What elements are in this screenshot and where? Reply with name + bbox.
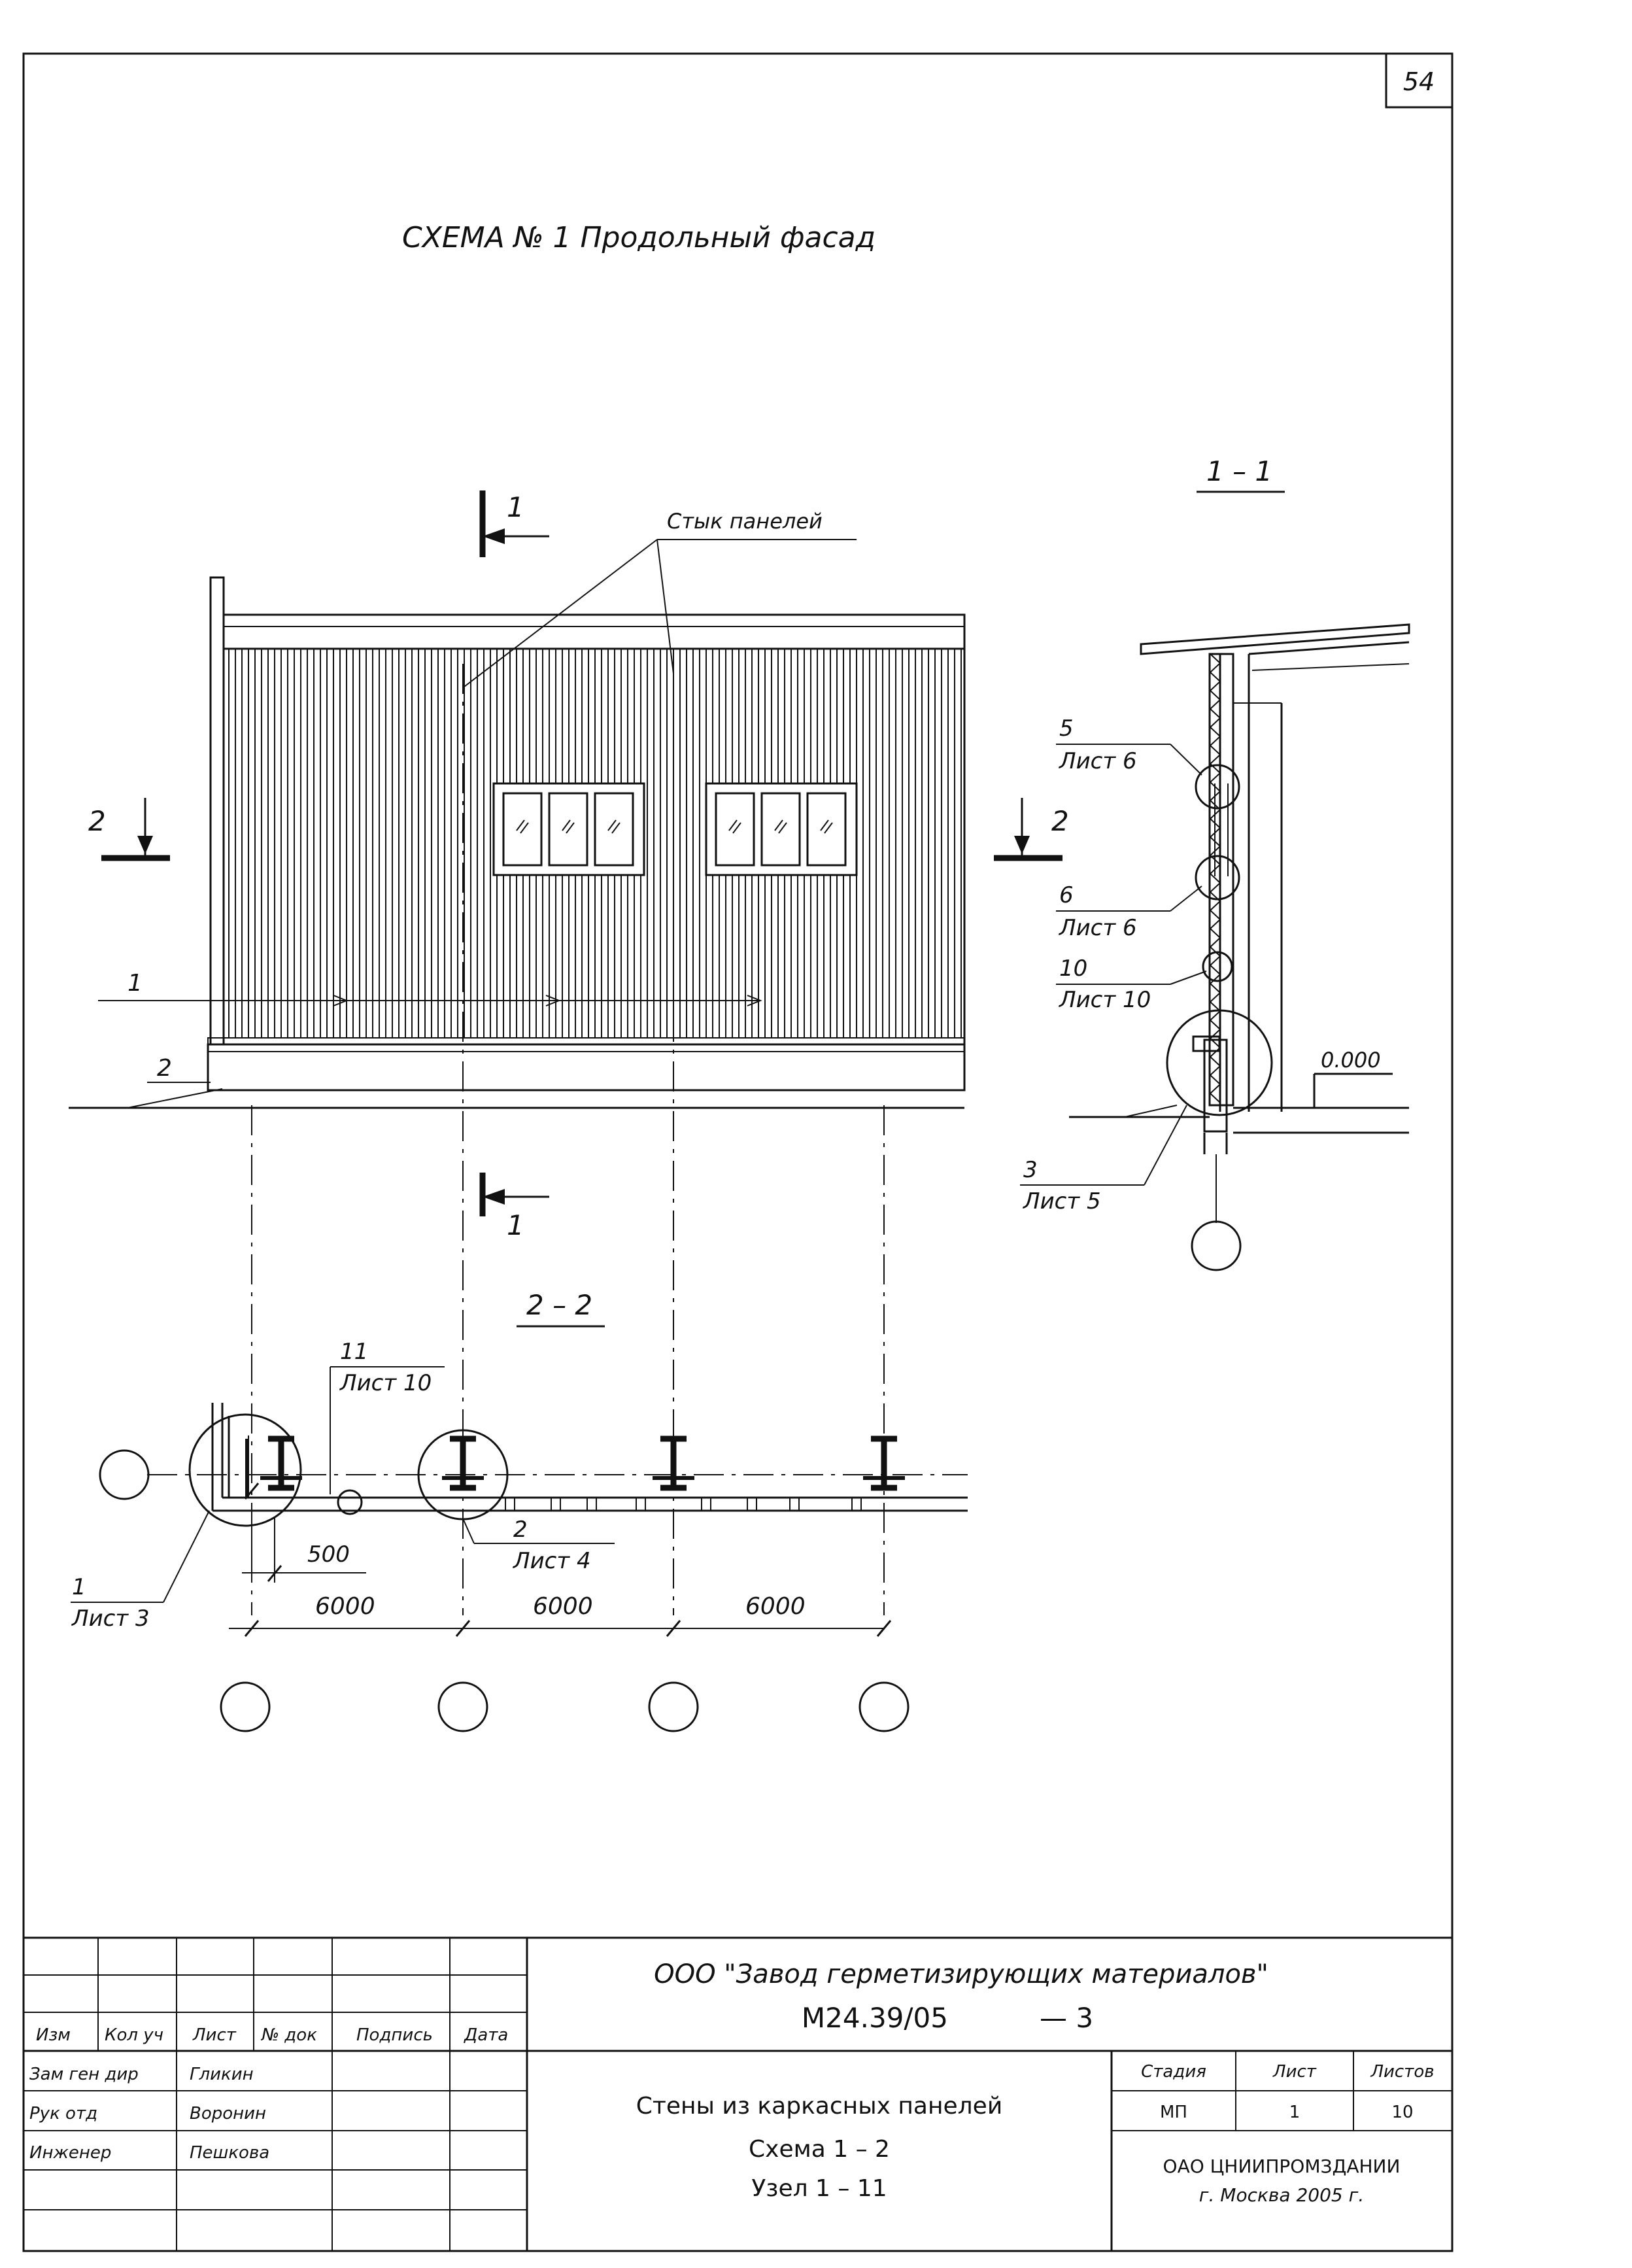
node-5-num: 5 [1059,715,1074,742]
facade-elevation: Стык панелей 1 1 2 2 [69,490,1069,1615]
col-list: Лист [192,2025,237,2045]
node-1-num: 1 [72,1574,86,1600]
section-arrow-2-left [101,798,170,861]
org-city: г. Москва 2005 г. [1199,2184,1364,2206]
fastener [505,1497,515,1511]
org-name: ОАО ЦНИИПРОМЗДАНИИ [1163,2156,1401,2177]
section-2-2-title: 2 – 2 [526,1289,592,1321]
name-3: Пешкова [190,2143,269,2163]
col-izm: Изм [36,2025,71,2045]
node-11-sheet: Лист 10 [339,1370,432,1396]
col-date: Дата [464,2025,508,2045]
col-kol-uch: Кол уч [105,2025,163,2045]
section-2-right-label: 2 [1051,805,1069,837]
role-3: Инженер [29,2143,111,2163]
wall-section [1208,653,1234,1107]
node-5-sheet: Лист 6 [1058,748,1137,774]
section-2-left-label: 2 [88,805,106,837]
sheets-header: Листов [1370,2062,1434,2082]
node-5-circle [1195,764,1240,810]
node-3-num: 3 [1023,1157,1038,1183]
level-mark: 0.000 [1321,1048,1381,1073]
axis-bubble-4 [858,1681,910,1732]
title-block: Изм Кол уч Лист № док Подпись Дата Зам г… [24,1936,1452,2251]
insulation-zigzag [1209,653,1221,1103]
dim-6000-1: 6000 [315,1593,375,1620]
sheet-number-box [1385,52,1454,109]
insulation-hatch [1209,653,1221,1103]
role-1: Зам ген дир [29,2065,139,2084]
joint-leader [464,539,857,687]
desc-line-2: Схема 1 – 2 [749,2136,890,2163]
node-1-sheet: Лист 3 [71,1606,150,1632]
node-10-circle [1202,951,1233,982]
section-arrow-1-top [479,490,549,557]
axis-bubble-3 [648,1681,699,1732]
axis-bubble-2 [437,1681,488,1732]
role-2: Рук отд [29,2104,97,2123]
desc-line-3: Узел 1 – 11 [751,2175,887,2202]
fastener [636,1497,646,1511]
fastener [747,1497,757,1511]
sheet-frame [22,52,1454,2252]
fastener [586,1497,597,1511]
node-11-num: 11 [340,1339,368,1365]
doc-code: М24.39/05 [802,2002,948,2034]
eave [222,613,966,650]
node-6-circle [1195,855,1240,901]
section-1-top-label: 1 [507,491,524,523]
node-10-num: 10 [1059,955,1087,982]
section-2-2: 2 – 2 11 Лист 10 2 Лист 4 1 [71,1289,968,1732]
section-1-1: 1 – 1 [1020,455,1410,1271]
fastener [551,1497,561,1511]
callout-1-arrow [98,995,762,1006]
window-left [492,782,645,876]
node-2-sheet: Лист 4 [512,1548,591,1574]
callout-1-label: 1 [128,970,143,997]
fastener [701,1497,711,1511]
name-2: Воронин [190,2104,266,2123]
stage-header: Стадия [1141,2062,1206,2082]
callout-2-label: 2 [157,1055,172,1082]
section-arrow-1-bottom [479,1173,549,1216]
joint-label: Стык панелей [667,509,823,534]
fastener [789,1497,800,1511]
col-signature: Подпись [356,2025,433,2045]
dim-6000-2: 6000 [533,1593,593,1620]
dim-ticks [244,1483,892,1637]
dim-6000-3: 6000 [745,1593,806,1620]
section-1-bottom-label: 1 [507,1209,524,1241]
doc-suffix: — 3 [1040,2002,1093,2034]
node-2-num: 2 [513,1517,528,1543]
dim-500: 500 [307,1541,350,1568]
company-name: ООО "Завод герметизирующих материалов" [654,1959,1268,1989]
node-3-circle [1166,1009,1273,1116]
sheets-value: 10 [1391,2103,1413,2122]
name-1: Гликин [190,2065,254,2084]
stage-value: МП [1160,2103,1187,2122]
panel-fasteners [505,1497,862,1511]
drawing-title: СХЕМА № 1 Продольный фасад [402,221,876,254]
sheet-number: 54 [1403,67,1435,96]
section-1-1-title: 1 – 1 [1206,455,1272,487]
node-1-circle [188,1413,302,1527]
sheet-value: 1 [1289,2103,1300,2122]
node-11-circle [337,1489,363,1515]
node-6-num: 6 [1059,882,1074,908]
node-6-sheet: Лист 6 [1058,915,1137,941]
window-right [705,782,858,876]
section-arrow-2-right [994,798,1062,861]
col-doc-num: № док [260,2025,317,2045]
steel-columns [245,1435,905,1498]
sheet-header: Лист [1272,2062,1317,2082]
node-3-sheet: Лист 5 [1022,1188,1101,1214]
node-10-sheet: Лист 10 [1058,987,1151,1013]
axis-bubble-1 [220,1681,271,1732]
corner-post [209,576,225,1046]
desc-line-1: Стены из каркасных панелей [636,2093,1002,2120]
fastener [851,1497,862,1511]
